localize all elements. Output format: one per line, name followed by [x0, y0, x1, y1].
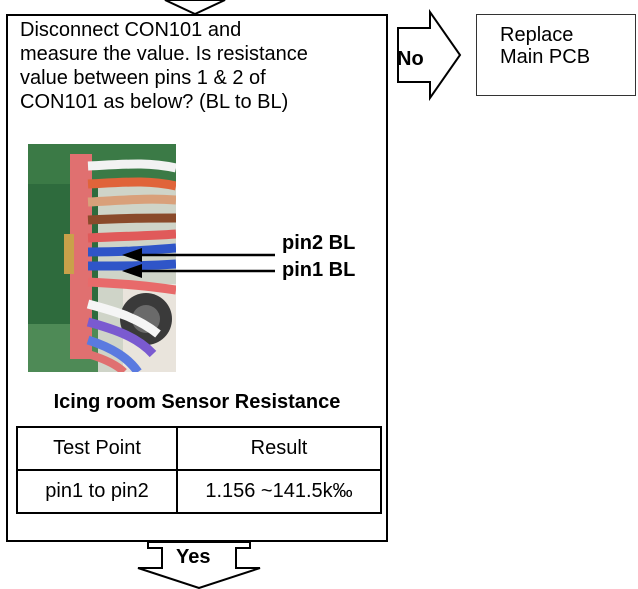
- no-label: No: [397, 48, 424, 70]
- question-line: value between pins 1 & 2 of: [20, 67, 266, 89]
- table-row: pin1 to pin2 1.156 ~141.5k‰: [16, 469, 382, 514]
- header-test-point: Test Point: [16, 426, 178, 471]
- decision-question: Disconnect CON101 and measure the value.…: [20, 18, 388, 114]
- question-line: measure the value. Is resistance: [20, 43, 308, 65]
- no-arrow: [397, 8, 462, 102]
- question-line: CON101 as below? (BL to BL): [20, 91, 289, 113]
- cell-test-point: pin1 to pin2: [16, 469, 178, 514]
- top-entry-arrow: [164, 0, 226, 16]
- yes-arrow: [137, 541, 261, 589]
- replace-action-text: Replace Main PCB: [500, 24, 630, 68]
- resistance-table: Test Point Result pin1 to pin2 1.156 ~14…: [16, 426, 382, 514]
- yes-label: Yes: [176, 546, 211, 568]
- connector-photo: [28, 144, 176, 372]
- cell-result: 1.156 ~141.5k‰: [176, 469, 382, 514]
- pin1-label: pin1 BL: [282, 259, 356, 281]
- action-line: Main PCB: [500, 46, 591, 68]
- pin2-label: pin2 BL: [282, 232, 356, 254]
- table-title: Icing room Sensor Resistance: [53, 391, 341, 413]
- table-header-row: Test Point Result: [16, 426, 382, 471]
- header-result: Result: [176, 426, 382, 471]
- action-line: Replace: [500, 24, 574, 46]
- question-line: Disconnect CON101 and: [20, 19, 242, 41]
- replace-action-box: [476, 14, 636, 96]
